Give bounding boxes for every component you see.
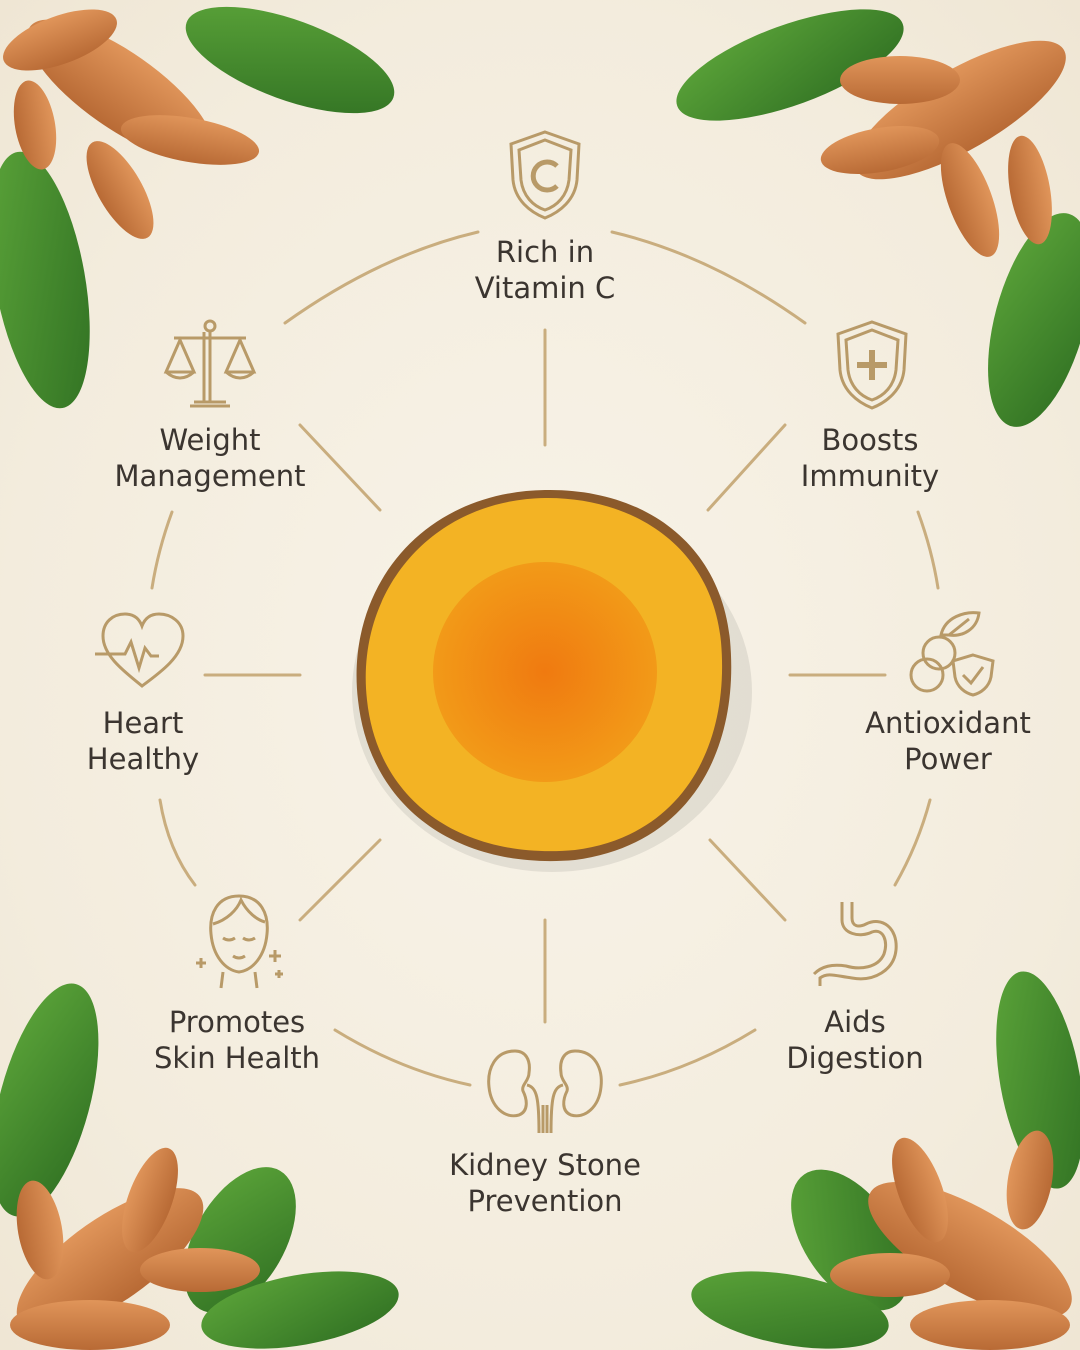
arc xyxy=(283,230,480,325)
benefit-label: Promotes xyxy=(168,1005,306,1039)
turmeric-root-top-left xyxy=(3,9,260,239)
benefit-label: Kidney Stone xyxy=(449,1148,641,1182)
arc xyxy=(158,798,197,887)
spoke xyxy=(298,838,382,922)
benefit-label: Boosts xyxy=(821,423,919,457)
benefit-label: Healthy xyxy=(86,742,200,776)
arc xyxy=(333,1028,472,1087)
arc xyxy=(618,1028,757,1087)
benefit-label: Weight xyxy=(159,423,261,457)
heart-pulse-icon xyxy=(95,612,185,688)
face-sparkle-icon xyxy=(196,894,283,989)
spoke xyxy=(298,423,382,512)
arc xyxy=(610,230,807,325)
spoke xyxy=(706,423,787,512)
stomach-icon xyxy=(812,902,898,986)
leaves-top-right xyxy=(676,9,1080,427)
benefit-label: Heart xyxy=(102,706,184,740)
arc xyxy=(150,510,174,590)
benefit-label: Power xyxy=(904,742,992,776)
benefit-label: Rich in xyxy=(495,235,595,269)
turmeric-root-top-right xyxy=(820,40,1066,257)
shield-c-icon xyxy=(509,130,581,220)
benefit-label: Digestion xyxy=(786,1041,924,1075)
benefit-label: Skin Health xyxy=(153,1041,321,1075)
scale-icon xyxy=(163,319,257,408)
arc xyxy=(893,798,932,887)
benefit-label: Management xyxy=(114,459,306,493)
turmeric-root-bottom-right xyxy=(830,1130,1072,1350)
kidneys-icon xyxy=(487,1049,603,1134)
berries-shield-icon xyxy=(909,611,995,697)
leaves-top-left xyxy=(0,6,395,409)
arc xyxy=(916,510,940,590)
benefit-label: Vitamin C xyxy=(474,271,616,305)
benefit-label: Immunity xyxy=(800,459,940,493)
spoke xyxy=(708,838,787,922)
benefit-label: Prevention xyxy=(467,1184,623,1218)
turmeric-root-bottom-left xyxy=(10,1147,260,1350)
benefit-label: Antioxidant xyxy=(865,706,1031,740)
shield-plus-icon xyxy=(836,320,908,410)
benefit-label: Aids xyxy=(824,1005,886,1039)
